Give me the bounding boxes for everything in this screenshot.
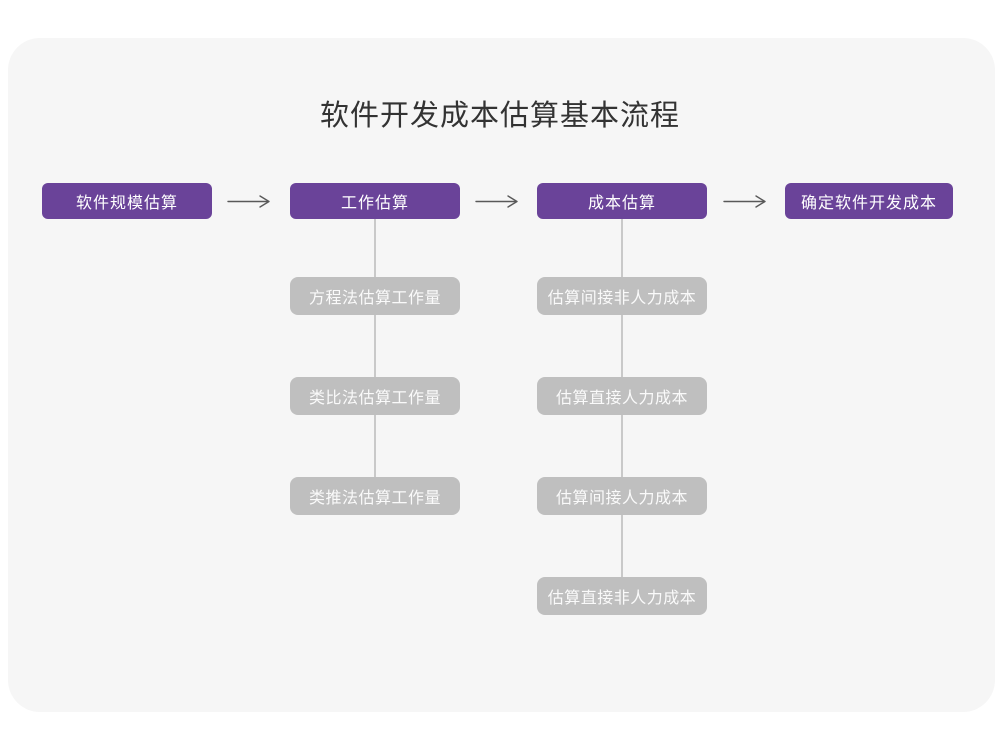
stage-determine-development-cost: 确定软件开发成本 — [785, 183, 953, 219]
cost-step-label: 估算间接人力成本 — [555, 490, 688, 507]
stage-label: 工作估算 — [340, 195, 409, 212]
method-label: 方程法估算工作量 — [308, 290, 441, 307]
stage-label: 成本估算 — [587, 195, 656, 212]
cost-step-label: 估算直接非人力成本 — [547, 590, 697, 607]
method-label: 类比法估算工作量 — [308, 390, 441, 407]
right-arrow-icon — [722, 194, 768, 209]
stage-cost-estimation: 成本估算 — [537, 183, 707, 219]
cost-step-box-indirect-non-labor: 估算间接非人力成本 — [537, 277, 707, 315]
connector-line-work-estimation — [374, 219, 376, 481]
right-arrow-icon — [226, 194, 272, 209]
method-box-equation: 方程法估算工作量 — [290, 277, 460, 315]
diagram-title: 软件开发成本估算基本流程 — [319, 100, 680, 132]
cost-step-label: 估算直接人力成本 — [555, 390, 688, 407]
cost-step-label: 估算间接非人力成本 — [547, 290, 697, 307]
method-box-analogy: 类比法估算工作量 — [290, 377, 460, 415]
method-box-extrapolation: 类推法估算工作量 — [290, 477, 460, 515]
method-label: 类推法估算工作量 — [308, 490, 441, 507]
diagram-card — [8, 38, 995, 712]
stage-software-size-estimation: 软件规模估算 — [42, 183, 212, 219]
cost-step-box-direct-labor: 估算直接人力成本 — [537, 377, 707, 415]
stage-label: 软件规模估算 — [75, 195, 178, 212]
cost-step-box-indirect-labor: 估算间接人力成本 — [537, 477, 707, 515]
stage-work-estimation: 工作估算 — [290, 183, 460, 219]
right-arrow-icon — [474, 194, 520, 209]
cost-step-box-direct-non-labor: 估算直接非人力成本 — [537, 577, 707, 615]
stage-label: 确定软件开发成本 — [800, 195, 937, 212]
